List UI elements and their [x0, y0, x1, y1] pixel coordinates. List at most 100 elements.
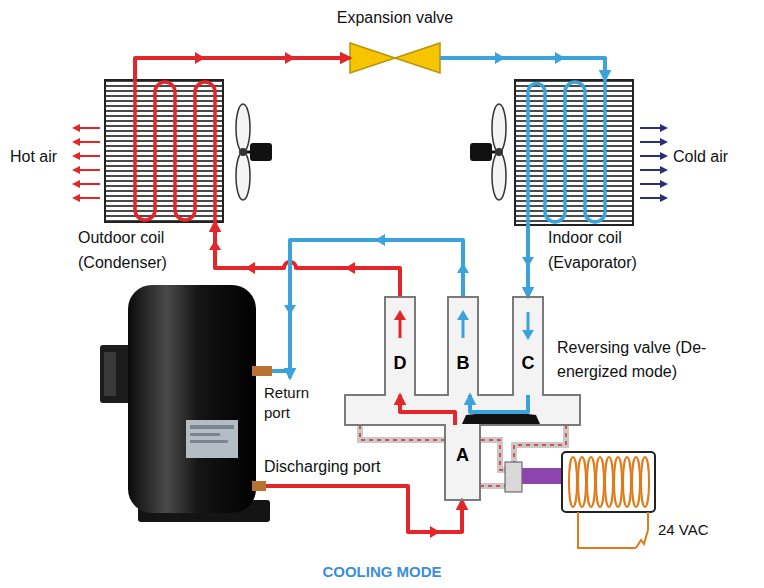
- compressor: [104, 352, 116, 396]
- hot-air-arrows: [72, 152, 80, 160]
- refrigerant-pipe: [215, 222, 400, 297]
- compressor: [252, 366, 272, 376]
- compressor: [252, 481, 266, 491]
- voltage-label: 24 VAC: [658, 519, 709, 542]
- cold-air-arrows: [640, 141, 660, 143]
- expansion-valve-symbol: [350, 43, 440, 73]
- cold-air-arrows: [640, 197, 660, 199]
- outdoor-fan: [250, 143, 272, 161]
- compressor: [100, 285, 272, 522]
- indoor-fan: [492, 152, 506, 200]
- pipe-flow-arrows: [195, 52, 565, 538]
- cold-air-arrows: [640, 169, 660, 171]
- solenoid: [562, 452, 655, 512]
- cold-air-arrows: [660, 194, 668, 202]
- coil-label: Indoor coil (Evaporator): [548, 226, 668, 276]
- pilot-tubes: [360, 425, 505, 470]
- hot-air-arrows: [72, 180, 80, 188]
- indoor-fan: [470, 143, 492, 161]
- port-label: Discharging port: [264, 457, 381, 476]
- indoor-coil-drawing: [515, 80, 633, 225]
- cold-air-arrows: [640, 183, 660, 185]
- pilot-tubes: [360, 425, 505, 470]
- compressor-port: Return port: [262, 378, 318, 425]
- hot-air-arrows: [72, 124, 80, 132]
- coil-label: Outdoor coil (Condenser): [78, 226, 208, 276]
- solenoid: [505, 452, 655, 512]
- solenoid: [641, 457, 649, 507]
- hot-air-arrows: [80, 169, 100, 171]
- refrigerant-pipe: [470, 395, 528, 412]
- port-letter: A: [445, 445, 480, 466]
- tube-flow-arrows: [462, 318, 465, 338]
- solenoid: [587, 457, 595, 507]
- pilot-tubes: [480, 483, 505, 489]
- cold-air-arrows: [640, 124, 668, 202]
- valve-port: D: [385, 297, 415, 395]
- supply-wires: [636, 530, 648, 548]
- hot-air-arrows: [80, 141, 100, 143]
- compressor: [190, 440, 228, 443]
- tube-flow-arrows: [457, 310, 469, 320]
- port-letter: C: [513, 353, 543, 374]
- cold-air-arrows: [640, 127, 660, 129]
- indoor-fan: [492, 104, 506, 152]
- hot-air-arrows: [72, 138, 80, 146]
- cold-air-arrows: [660, 152, 668, 160]
- cold-air-arrows: [660, 180, 668, 188]
- compressor: [186, 420, 238, 458]
- compressor: [190, 433, 220, 436]
- cold-air-arrows: [660, 138, 668, 146]
- valve-label: Expansion valve: [295, 6, 495, 30]
- compressor-port: Discharging port: [262, 455, 400, 492]
- indoor-coil-drawing: [515, 80, 633, 225]
- refrigerant-pipe: [290, 240, 463, 378]
- compressor: [190, 425, 234, 429]
- tube-flow-arrows: [399, 318, 402, 338]
- expansion-valve-symbol: [395, 43, 440, 73]
- hot-air-arrows: [80, 155, 100, 157]
- refrigerant-pipe: [135, 58, 350, 80]
- refrigerant-pipe: [526, 225, 530, 297]
- port-letter: B: [448, 353, 478, 374]
- solenoid: [596, 457, 604, 507]
- pilot-tubes: [514, 425, 566, 462]
- pipe-stubs: [266, 484, 402, 488]
- solenoid: [522, 468, 562, 484]
- hot-air-arrows: [80, 183, 100, 185]
- supply-wires: [578, 512, 636, 548]
- expansion-valve: Expansion valve: [350, 43, 440, 73]
- caption: COOLING MODE: [232, 563, 532, 581]
- hot-air-arrows: [80, 127, 100, 129]
- indoor-coil-drawing: [515, 80, 633, 225]
- pilot-tubes: [514, 425, 566, 462]
- outdoor-coil-drawing: [135, 80, 215, 222]
- supply-wires: [578, 512, 648, 548]
- port-letter: D: [385, 353, 415, 374]
- outdoor-fan: [236, 152, 250, 200]
- refrigerant-pipe: [440, 58, 605, 80]
- tube-flow-arrows: [522, 330, 534, 340]
- refrigerant-pipe: [400, 395, 455, 425]
- port-label: Return port: [264, 383, 318, 422]
- solenoid: [614, 457, 622, 507]
- outdoor-fan: [236, 104, 250, 152]
- pilot-tubes: [480, 485, 505, 487]
- outdoor-coil-drawing: [105, 80, 223, 222]
- hot-air-arrows: [72, 194, 80, 202]
- air-label: Hot air: [10, 145, 57, 169]
- indoor-fan: [470, 104, 506, 200]
- outdoor-coil: Outdoor coil (Condenser): [105, 80, 223, 222]
- hot-air-arrows: [72, 124, 100, 202]
- expansion-valve-symbol: [350, 43, 395, 73]
- valve-body: [462, 413, 540, 425]
- compressor: [128, 285, 256, 513]
- supply-wires: [647, 512, 649, 530]
- valve-port: A: [445, 425, 480, 500]
- solenoid: [632, 457, 640, 507]
- solenoid: [605, 457, 613, 507]
